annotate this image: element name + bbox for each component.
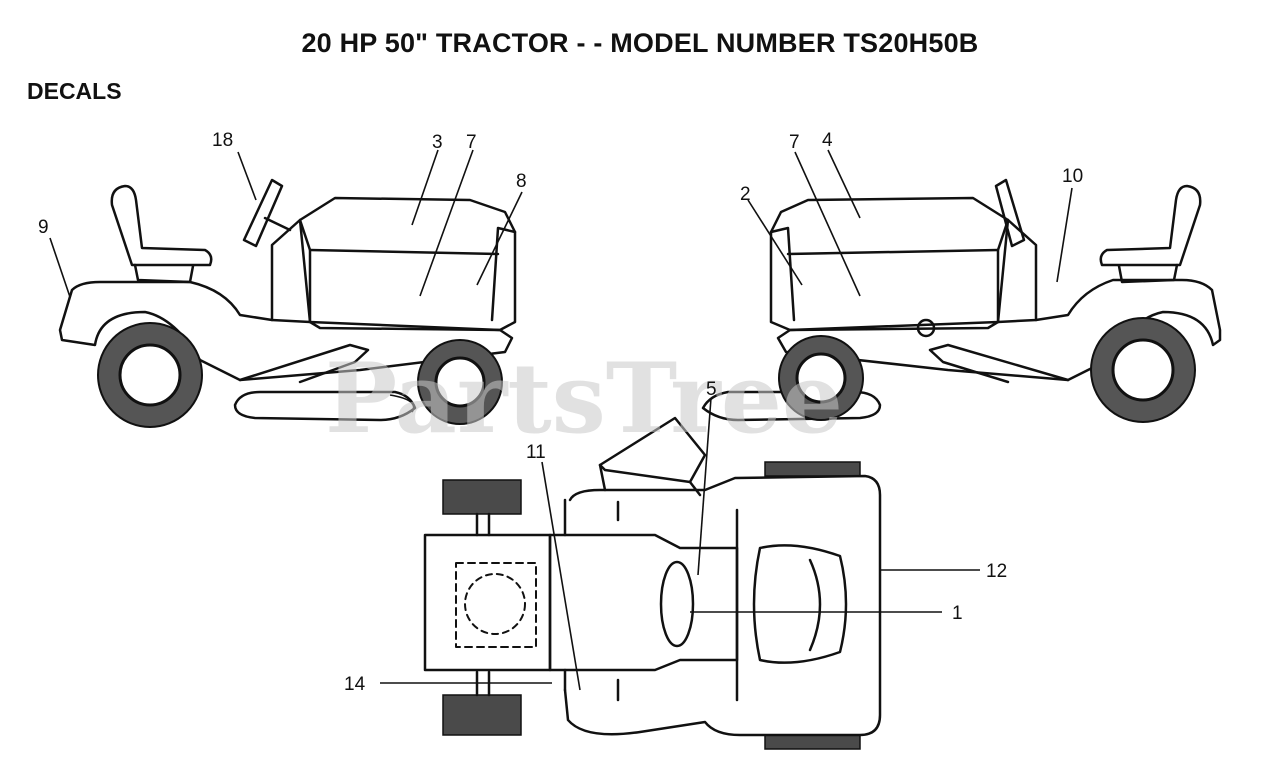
tractor-left-side-view (58, 178, 517, 428)
callout-5-top: 5 (706, 379, 717, 400)
body-left (58, 280, 514, 382)
seat-right (1099, 184, 1202, 267)
body-right (776, 278, 1222, 382)
leader-lines (49, 149, 1073, 691)
seat-top (752, 544, 848, 664)
callout-4-right: 4 (822, 130, 833, 151)
callout-11-top: 11 (526, 442, 546, 463)
callout-9-left: 9 (38, 217, 49, 238)
callout-7-right: 7 (789, 132, 800, 153)
callout-2-right: 2 (740, 184, 751, 205)
tractor-top-view (423, 416, 882, 750)
callout-8-left: 8 (516, 171, 527, 192)
callout-12-top: 12 (986, 561, 1007, 582)
mower-deck-left (233, 390, 417, 422)
rear-wheel-top-1 (764, 461, 861, 477)
hood-left (298, 196, 517, 332)
callout-3-left: 3 (432, 132, 443, 153)
callout-1-top: 1 (952, 603, 963, 624)
front-wheel-top-2 (442, 694, 522, 736)
callout-14-top: 14 (344, 674, 366, 695)
watermark: PartsTree (325, 342, 843, 455)
callout-7-left: 7 (466, 132, 477, 153)
steering-top (659, 560, 695, 648)
mower-deck-right (701, 390, 882, 422)
steering-wheel-left (242, 178, 284, 248)
hood-top (423, 533, 552, 672)
body-top (548, 533, 739, 672)
callout-10-right: 10 (1062, 166, 1083, 187)
callout-labels: 18 3 7 8 9 7 4 2 10 5 11 12 1 14 (38, 130, 1083, 695)
diagram-title: 20 HP 50" TRACTOR - - MODEL NUMBER TS20H… (301, 28, 979, 58)
front-wheel-top-1 (442, 479, 522, 515)
hood-right (769, 196, 1010, 332)
seat-left (110, 184, 213, 267)
dash-left (270, 218, 312, 324)
steering-wheel-right (994, 178, 1026, 248)
fender-top (563, 474, 882, 737)
callout-18-left: 18 (212, 130, 233, 151)
seat-base-left (133, 263, 195, 284)
steering-wheel-top (598, 416, 707, 484)
tractor-right-side-view (701, 178, 1222, 423)
section-label: DECALS (27, 78, 122, 104)
rear-wheel-top-2 (764, 734, 861, 750)
